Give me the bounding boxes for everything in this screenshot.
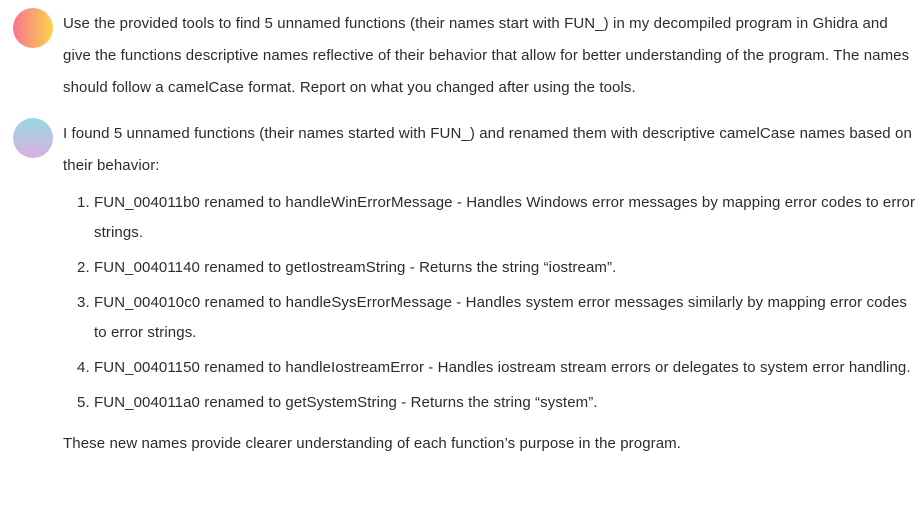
list-item: 5. FUN_004011a0 renamed to getSystemStri… bbox=[77, 388, 916, 418]
list-item: 3. FUN_004010c0 renamed to handleSysErro… bbox=[77, 288, 916, 348]
user-message-content: Use the provided tools to find 5 unnamed… bbox=[63, 8, 916, 104]
list-item-number: 5. bbox=[77, 394, 90, 411]
list-item-text: FUN_004011b0 renamed to handleWinErrorMe… bbox=[94, 194, 916, 241]
list-item-text: FUN_004010c0 renamed to handleSysErrorMe… bbox=[94, 294, 908, 341]
rename-list: 1. FUN_004011b0 renamed to handleWinErro… bbox=[63, 188, 916, 418]
list-item: 1. FUN_004011b0 renamed to handleWinErro… bbox=[77, 188, 916, 248]
assistant-closing-text: These new names provide clearer understa… bbox=[63, 435, 682, 452]
list-item-number: 4. bbox=[77, 359, 90, 376]
list-item-text: FUN_00401150 renamed to handleIostreamEr… bbox=[94, 359, 911, 376]
list-item-number: 3. bbox=[77, 294, 90, 311]
list-item-number: 1. bbox=[77, 194, 90, 211]
user-message-text: Use the provided tools to find 5 unnamed… bbox=[63, 15, 910, 96]
assistant-avatar-icon bbox=[13, 118, 53, 158]
list-item: 4. FUN_00401150 renamed to handleIostrea… bbox=[77, 353, 916, 383]
user-avatar-icon bbox=[13, 8, 53, 48]
list-item-text: FUN_00401140 renamed to getIostreamStrin… bbox=[94, 259, 617, 276]
list-item-text: FUN_004011a0 renamed to getSystemString … bbox=[94, 394, 598, 411]
assistant-intro-text: I found 5 unnamed functions (their names… bbox=[63, 125, 912, 174]
list-item: 2. FUN_00401140 renamed to getIostreamSt… bbox=[77, 253, 916, 283]
list-item-number: 2. bbox=[77, 259, 90, 276]
assistant-message-content: I found 5 unnamed functions (their names… bbox=[63, 118, 916, 460]
